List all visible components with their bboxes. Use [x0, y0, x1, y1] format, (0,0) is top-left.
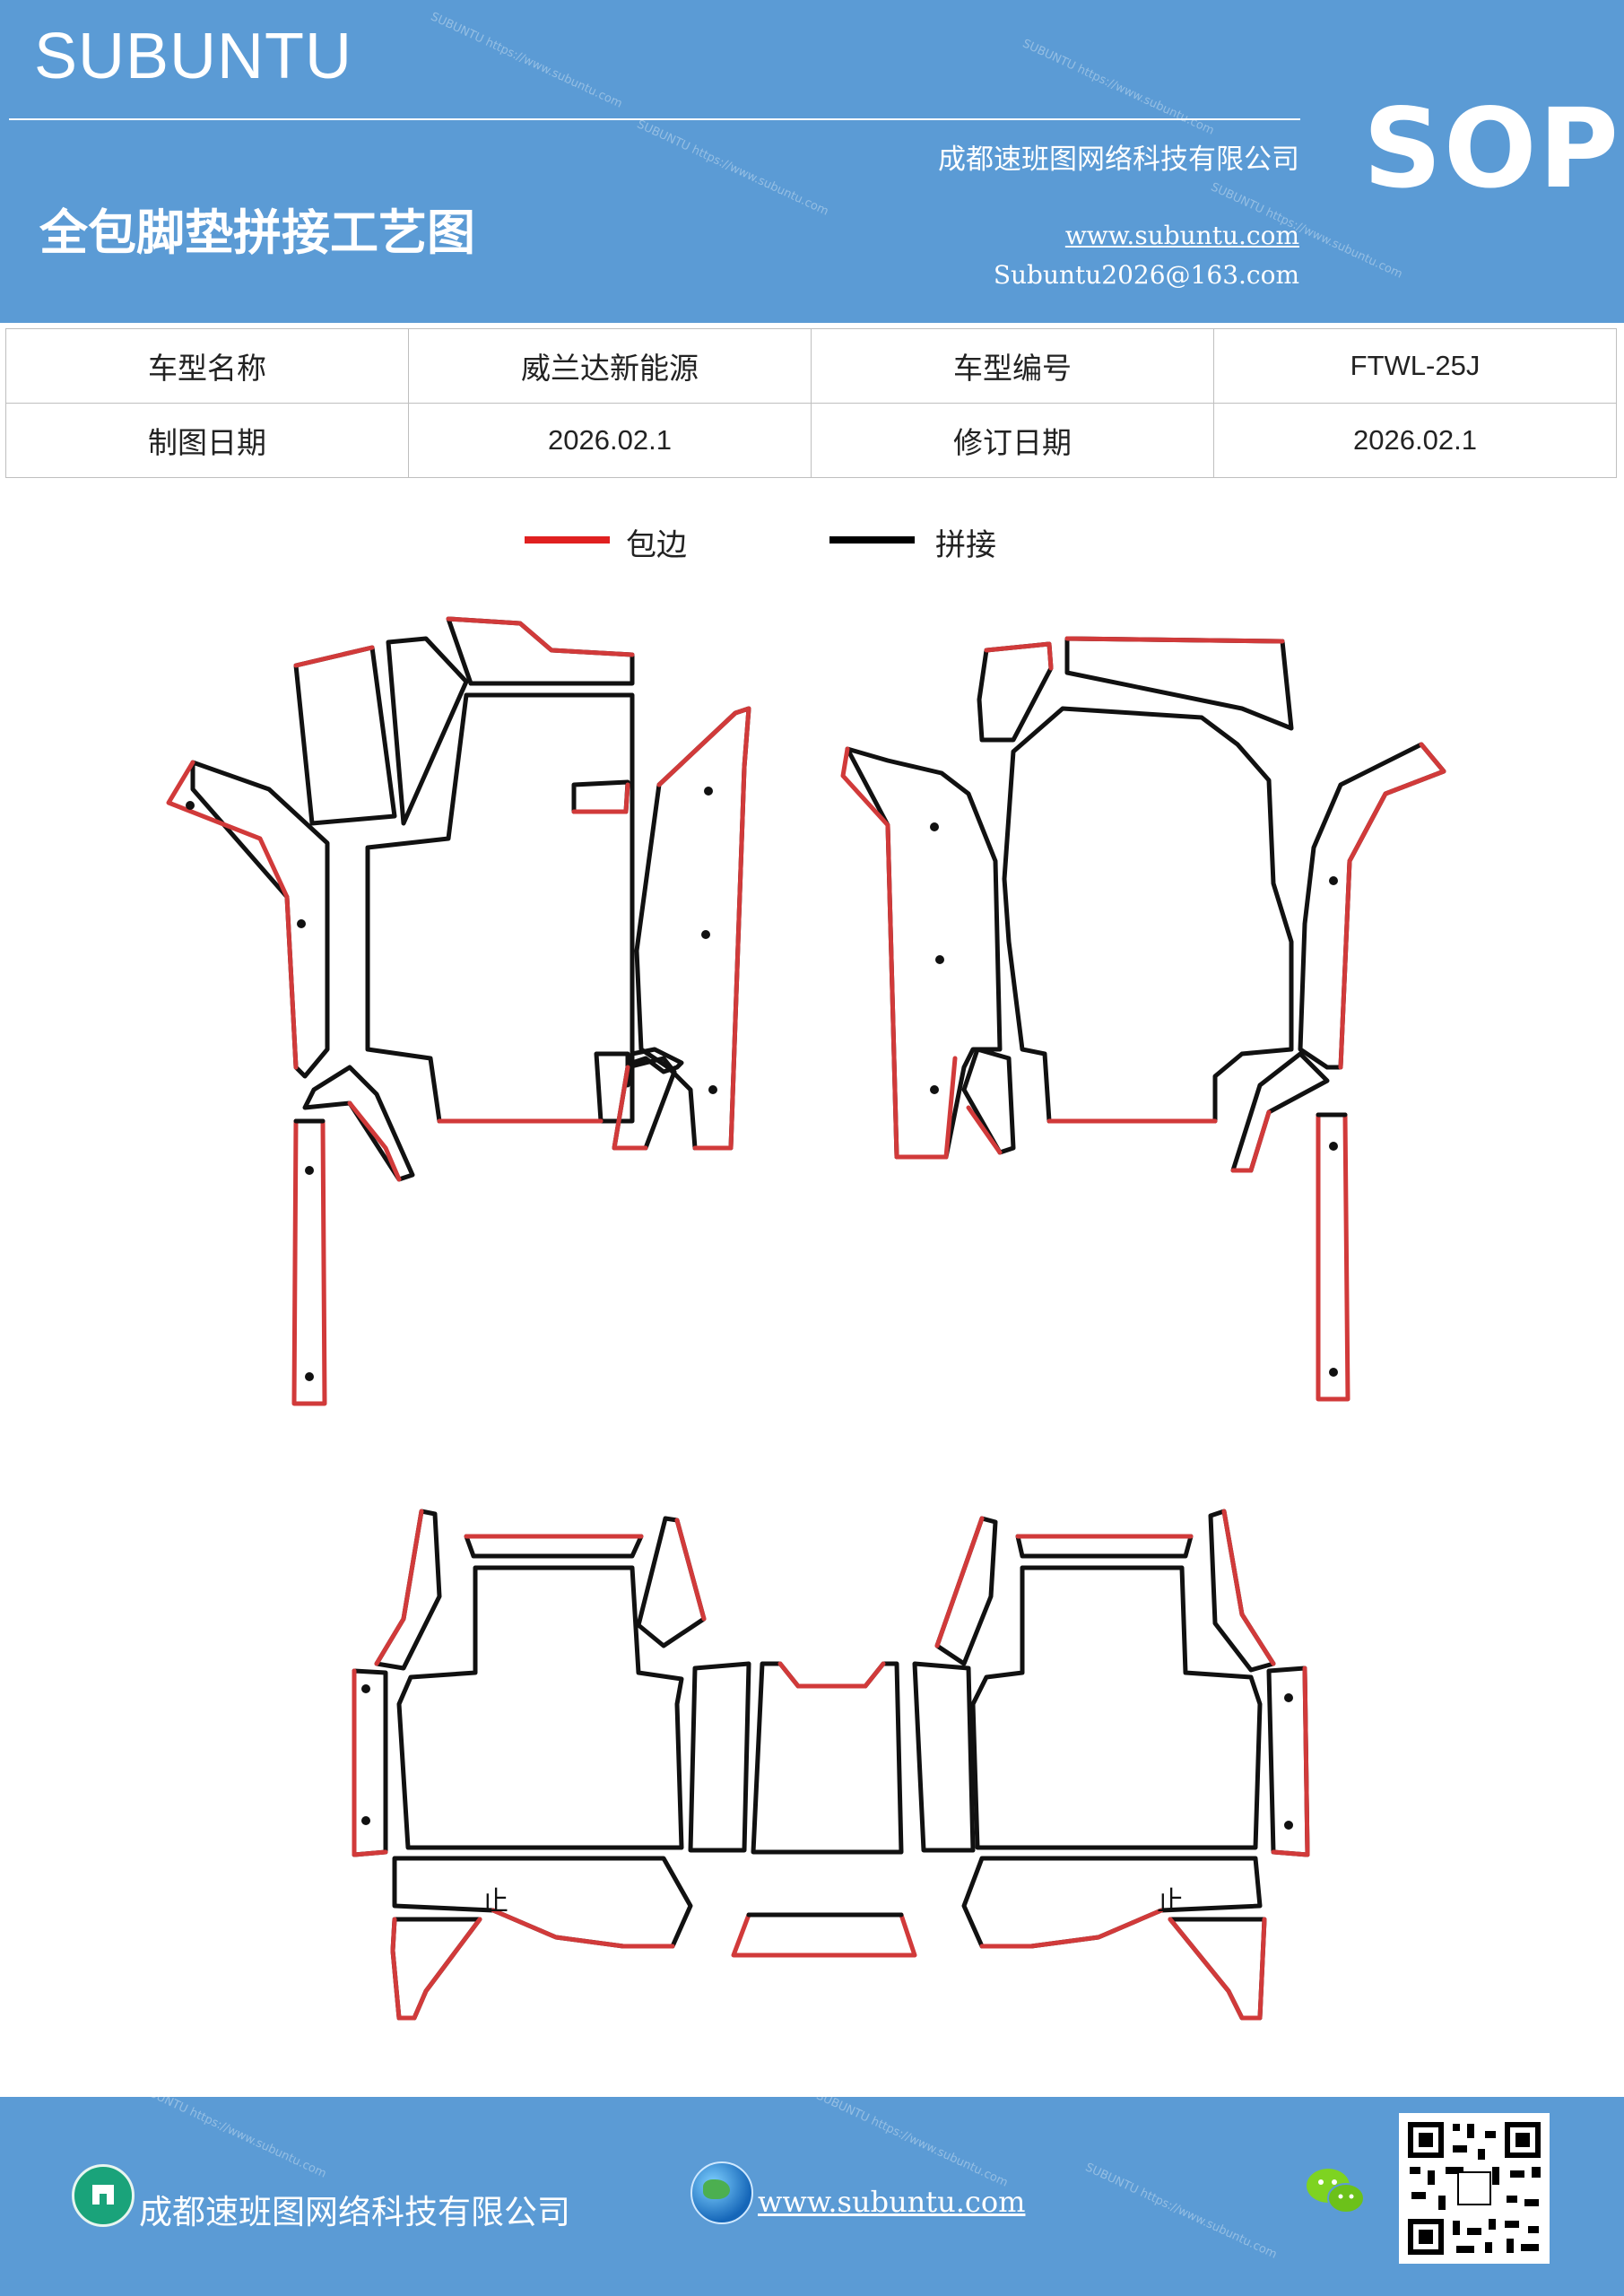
front-right-mats	[840, 636, 1446, 1402]
footer-company: 成都速班图网络科技有限公司	[139, 2193, 570, 2231]
stop-mark-right: 止	[1157, 1886, 1184, 1918]
watermark: SUBUNTU https://www.subuntu.com	[1082, 2161, 1280, 2262]
legend-edge-swatch	[525, 536, 610, 544]
watermark: SUBUNTU https://www.subuntu.com	[132, 2097, 329, 2181]
revise-date-label: 修订日期	[811, 403, 1214, 478]
model-name-label: 车型名称	[5, 328, 409, 404]
page-title: 全包脚垫拼接工艺图	[39, 204, 475, 261]
revise-date-value: 2026.02.1	[1213, 403, 1617, 478]
header-divider	[9, 118, 1300, 120]
table-row: 车型名称 威兰达新能源 车型编号 FTWL-25J	[5, 328, 1617, 404]
legend-edge-label: 包边	[626, 527, 687, 563]
draw-date-label: 制图日期	[5, 403, 409, 478]
model-code-label: 车型编号	[811, 328, 1214, 404]
globe-icon	[690, 2161, 753, 2224]
model-code-value: FTWL-25J	[1213, 328, 1617, 404]
rear-left-mats	[352, 1509, 751, 2021]
rear-center-mats	[731, 1661, 917, 1958]
header-company: 成都速班图网络科技有限公司	[938, 144, 1299, 176]
legend: 包边 拼接	[0, 520, 1624, 574]
rear-right-mats	[912, 1509, 1310, 2021]
watermark: SUBUNTU https://www.subuntu.com	[813, 2097, 1011, 2190]
table-row: 制图日期 2026.02.1 修订日期 2026.02.1	[5, 403, 1617, 478]
header-website-link[interactable]: www.subuntu.com	[1064, 221, 1299, 250]
stop-mark-left: 止	[482, 1886, 508, 1918]
vehicle-info-table: 车型名称 威兰达新能源 车型编号 FTWL-25J 制图日期 2026.02.1…	[5, 328, 1617, 478]
building-icon	[72, 2164, 135, 2227]
qr-code[interactable]	[1399, 2113, 1550, 2264]
legend-seam-label: 拼接	[935, 527, 996, 563]
legend-seam-swatch	[829, 536, 915, 544]
front-left-mats	[166, 616, 751, 1406]
clip-holes-rear	[361, 1684, 1293, 1830]
footer-website-link[interactable]: www.subuntu.com	[758, 2185, 1026, 2219]
header-email: Subuntu2026@163.com	[993, 260, 1299, 290]
sop-label: SOP	[1363, 85, 1620, 213]
footer-banner: 成都速班图网络科技有限公司 www.subuntu.com SUBUNTU ht…	[0, 2097, 1624, 2296]
model-name-value: 威兰达新能源	[408, 328, 812, 404]
brand-logo-text: SUBUNTU	[34, 21, 353, 92]
draw-date-value: 2026.02.1	[408, 403, 812, 478]
clip-holes-right	[930, 822, 1338, 1377]
wechat-icon	[1307, 2169, 1365, 2213]
header-banner: SUBUNTU SOP 成都速班图网络科技有限公司 全包脚垫拼接工艺图 www.…	[0, 0, 1624, 323]
clip-holes-left	[186, 787, 717, 1381]
